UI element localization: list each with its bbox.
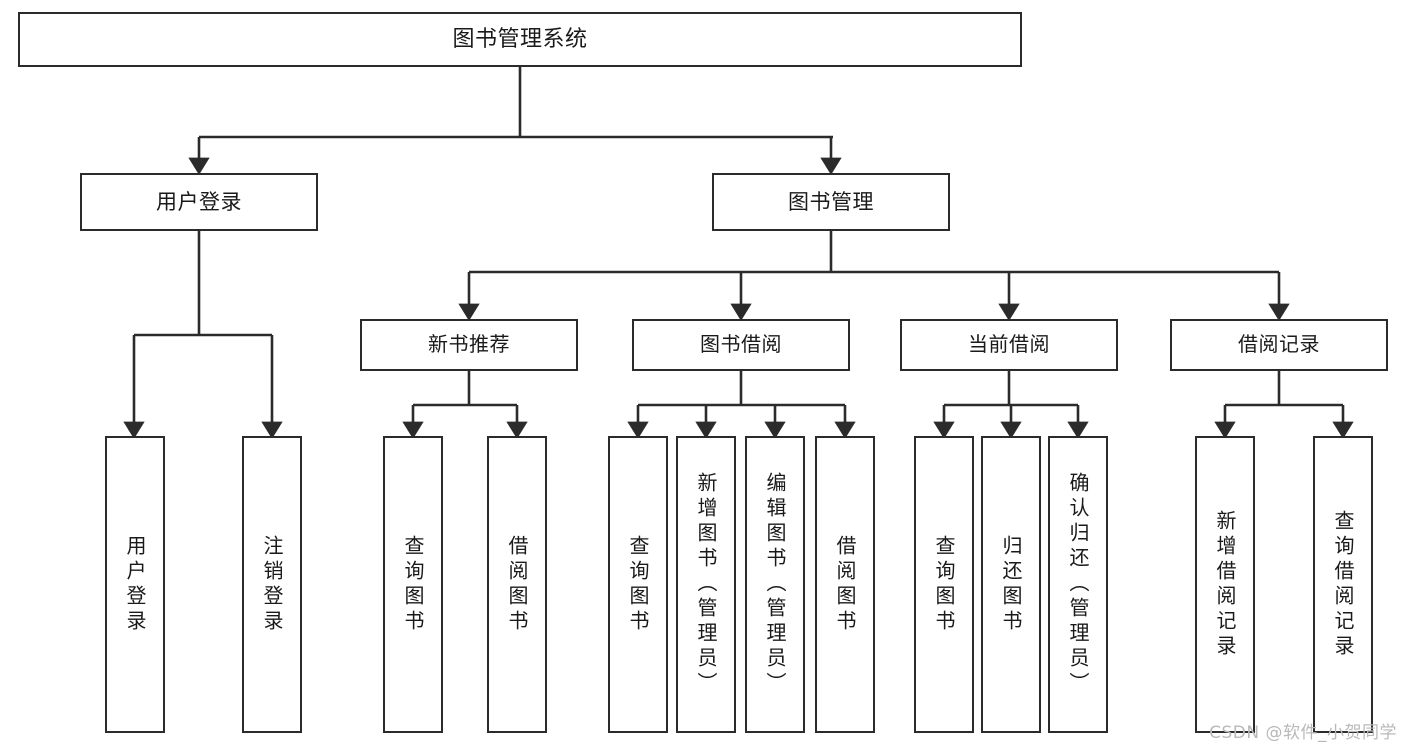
leaf-inner: 查询图书: [385, 438, 441, 731]
leaf-query-borrow-record[interactable]: 查询借阅记录: [1313, 436, 1373, 733]
node-root-system[interactable]: 图书管理系统: [18, 12, 1022, 67]
node-label: 借阅图书: [505, 534, 529, 635]
leaf-inner: 新增图书（管理员）: [678, 438, 734, 731]
node-label: 查询借阅记录: [1331, 509, 1355, 660]
node-borrow-record[interactable]: 借阅记录: [1170, 319, 1388, 371]
node-label: 查询图书: [932, 534, 956, 635]
leaf-edit-book-admin[interactable]: 编辑图书（管理员）: [745, 436, 805, 733]
node-new-book-recommend[interactable]: 新书推荐: [360, 319, 578, 371]
leaf-inner: 查询图书: [610, 438, 666, 731]
node-label: 用户登录: [156, 189, 242, 214]
node-label: 查询图书: [626, 534, 650, 635]
node-label: 图书管理: [788, 189, 874, 214]
node-label: 图书管理系统: [452, 26, 588, 52]
node-label: 借阅记录: [1238, 332, 1320, 357]
leaf-borrow-book-new[interactable]: 借阅图书: [487, 436, 547, 733]
node-label: 新增借阅记录: [1213, 509, 1237, 660]
node-label: 当前借阅: [968, 332, 1050, 357]
leaf-inner: 归还图书: [983, 438, 1039, 731]
leaf-logout[interactable]: 注销登录: [242, 436, 302, 733]
node-label: 注销登录: [260, 534, 284, 635]
leaf-inner: 新增借阅记录: [1197, 438, 1253, 731]
node-label: 新书推荐: [428, 332, 510, 357]
leaf-inner: 用户登录: [107, 438, 163, 731]
leaf-confirm-return-admin[interactable]: 确认归还（管理员）: [1048, 436, 1108, 733]
leaf-return-book[interactable]: 归还图书: [981, 436, 1041, 733]
node-book-management[interactable]: 图书管理: [712, 173, 950, 231]
node-label: 借阅图书: [833, 534, 857, 635]
leaf-query-book-borrow[interactable]: 查询图书: [608, 436, 668, 733]
leaf-user-login[interactable]: 用户登录: [105, 436, 165, 733]
leaf-inner: 查询借阅记录: [1315, 438, 1371, 731]
node-label: 归还图书: [999, 534, 1023, 635]
node-label: 用户登录: [123, 534, 147, 635]
node-book-borrow[interactable]: 图书借阅: [632, 319, 850, 371]
leaf-inner: 查询图书: [916, 438, 972, 731]
node-label: 图书借阅: [700, 332, 782, 357]
leaf-add-book-admin[interactable]: 新增图书（管理员）: [676, 436, 736, 733]
leaf-add-borrow-record[interactable]: 新增借阅记录: [1195, 436, 1255, 733]
leaf-inner: 注销登录: [244, 438, 300, 731]
node-user-login[interactable]: 用户登录: [80, 173, 318, 231]
watermark-text: CSDN @软件_小贺同学: [1209, 723, 1397, 743]
leaf-inner: 确认归还（管理员）: [1050, 438, 1106, 731]
leaf-query-book-new[interactable]: 查询图书: [383, 436, 443, 733]
node-label: 查询图书: [401, 534, 425, 635]
leaf-query-book-current[interactable]: 查询图书: [914, 436, 974, 733]
leaf-inner: 借阅图书: [489, 438, 545, 731]
node-label: 确认归还（管理员）: [1066, 472, 1090, 697]
leaf-borrow-book[interactable]: 借阅图书: [815, 436, 875, 733]
leaf-inner: 借阅图书: [817, 438, 873, 731]
node-current-borrow[interactable]: 当前借阅: [900, 319, 1118, 371]
node-label: 新增图书（管理员）: [694, 472, 718, 697]
node-label: 编辑图书（管理员）: [763, 472, 787, 697]
leaf-inner: 编辑图书（管理员）: [747, 438, 803, 731]
